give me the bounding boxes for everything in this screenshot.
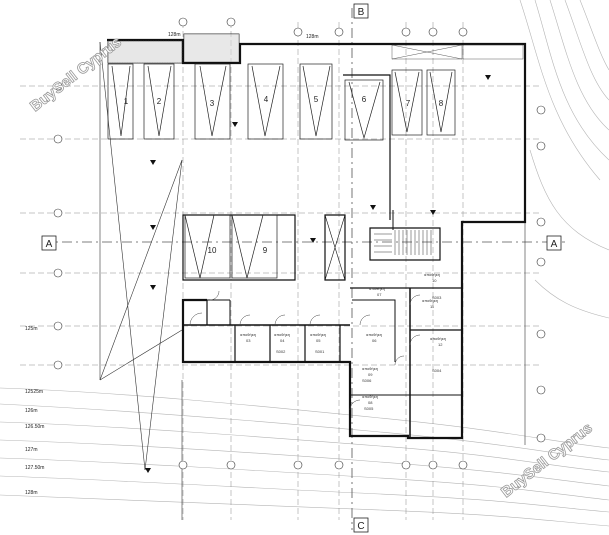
elevation-label-2: 128m (306, 34, 319, 40)
watermarks: BuySell Cyprus BuySell Cyprus (27, 33, 597, 501)
section-marker-boxes (41, 3, 562, 533)
watermark-top-left: BuySell Cyprus (27, 33, 125, 115)
level-markers (145, 75, 491, 473)
section-marker-b-bottom: C (357, 521, 364, 532)
room-code-s005: S005 (364, 406, 374, 411)
room-name-03: αποθήκη (240, 332, 256, 337)
room-name-07: αποθήκη (369, 286, 385, 291)
parking-number-2: 2 (157, 97, 162, 106)
elevation-label-3: 125m (25, 326, 38, 332)
watermark-bottom-right: BuySell Cyprus (498, 419, 596, 501)
parking-numbers: 1 2 3 4 5 6 7 8 10 9 (124, 95, 444, 255)
room-code-s004: S004 (432, 368, 442, 373)
room-codes: S002 S003 S001 S004 S005 S006 (276, 295, 442, 411)
parking-number-9: 9 (263, 246, 268, 255)
room-code-s001: S001 (315, 349, 325, 354)
section-marker-a-left: A (46, 239, 53, 250)
grid-bubbles (53, 17, 546, 470)
room-code-s002: S002 (276, 349, 286, 354)
room-name-06: αποθήκη (366, 332, 382, 337)
room-name-12: αποθήκη (430, 336, 446, 341)
parking-number-10: 10 (208, 246, 217, 255)
elevation-label-7: 127m (25, 447, 38, 453)
section-marker-b-top: B (358, 7, 365, 18)
parking-number-1: 1 (124, 97, 129, 106)
door-swings (189, 290, 421, 411)
room-id-04: 04 (280, 338, 285, 343)
room-id-12: 12 (438, 342, 443, 347)
staircase (374, 230, 432, 255)
room-id-09: 09 (368, 372, 373, 377)
elevation-label-8: 127.50m (25, 465, 44, 471)
elevation-label-4: 12525m (25, 389, 43, 395)
room-code-s003: S003 (432, 295, 442, 300)
room-id-11: 11 (430, 304, 435, 309)
elevation-labels: 128m 128m 125m 12525m 126m 126.50m 127m … (25, 32, 319, 496)
section-marker-a-right: A (551, 239, 558, 250)
room-name-05: αποθήκη (310, 332, 326, 337)
room-name-09: αποθήκη (362, 366, 378, 371)
site-boundary (99, 41, 526, 520)
parking-number-8: 8 (439, 99, 444, 108)
room-code-s006: S006 (362, 378, 372, 383)
elevation-label-1: 128m (168, 32, 181, 38)
parking-stalls-middle (184, 214, 278, 279)
section-labels: A A B C (46, 7, 558, 532)
parking-number-3: 3 (210, 99, 215, 108)
parking-number-4: 4 (264, 95, 269, 104)
room-name-10: αποθήκη (424, 272, 440, 277)
room-name-04: αποθήκη (274, 332, 290, 337)
room-labels: αποθήκη 10 αποθήκη 11 αποθήκη 12 αποθήκη… (240, 272, 446, 405)
parking-number-6: 6 (362, 95, 367, 104)
room-id-08: 08 (368, 400, 373, 405)
parking-number-7: 7 (406, 99, 411, 108)
elevation-label-9: 128m (25, 490, 38, 496)
hatch-area-top-left (107, 33, 240, 64)
top-right-strip (391, 44, 524, 60)
room-id-10: 10 (432, 278, 437, 283)
room-id-03: 03 (246, 338, 251, 343)
elevation-label-6: 126.50m (25, 424, 44, 430)
room-name-11: αποθήκη (422, 298, 438, 303)
room-id-05: 05 (316, 338, 321, 343)
elevation-label-5: 126m (25, 408, 38, 414)
parking-stalls-top (107, 63, 456, 279)
room-name-08: αποθήκη (362, 394, 378, 399)
room-id-06: 06 (372, 338, 377, 343)
section-lines (42, 8, 565, 530)
parking-number-5: 5 (314, 95, 319, 104)
room-id-07: 07 (377, 292, 382, 297)
